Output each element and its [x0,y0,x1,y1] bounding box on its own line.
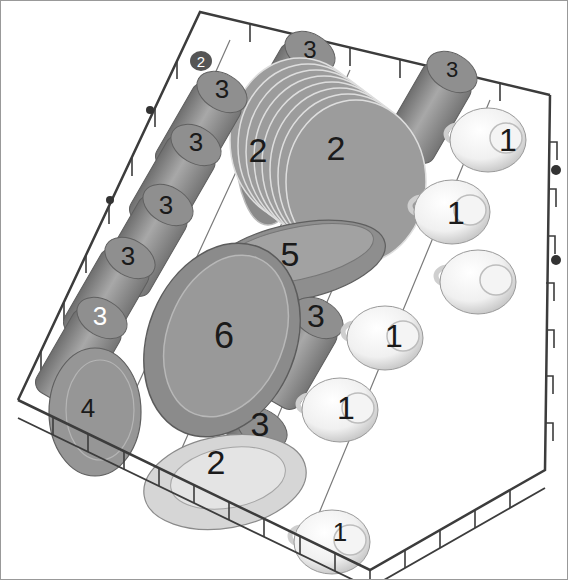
callout-number: 6 [214,318,234,354]
callout-number: 2 [197,54,205,69]
callout-number: 2 [207,445,226,479]
callout-number: 3 [307,300,325,332]
callout-number: 3 [303,38,316,62]
oval-dish [116,220,328,461]
plate-front [136,422,313,541]
callout-number: 1 [447,197,465,229]
callout-number: 1 [385,320,403,352]
callout-number: 3 [159,192,173,218]
callout-number: 3 [215,76,229,102]
cups [290,108,526,574]
callout-number: 3 [446,59,458,81]
callout-number: 5 [281,237,300,271]
callout-number: 1 [499,124,517,156]
callout-number: 2 [327,131,346,165]
callout-number: 2 [249,133,268,167]
callout-number: 4 [81,395,95,421]
callout-number: 1 [337,392,355,424]
plate-left [49,348,141,476]
callout-number: 1 [333,519,347,545]
basket-front [18,95,561,580]
callout-number: 3 [121,243,135,269]
callout-number: 3 [93,303,107,329]
callout-number: 3 [189,129,203,155]
callout-number: 3 [251,407,270,441]
clip [190,51,212,71]
